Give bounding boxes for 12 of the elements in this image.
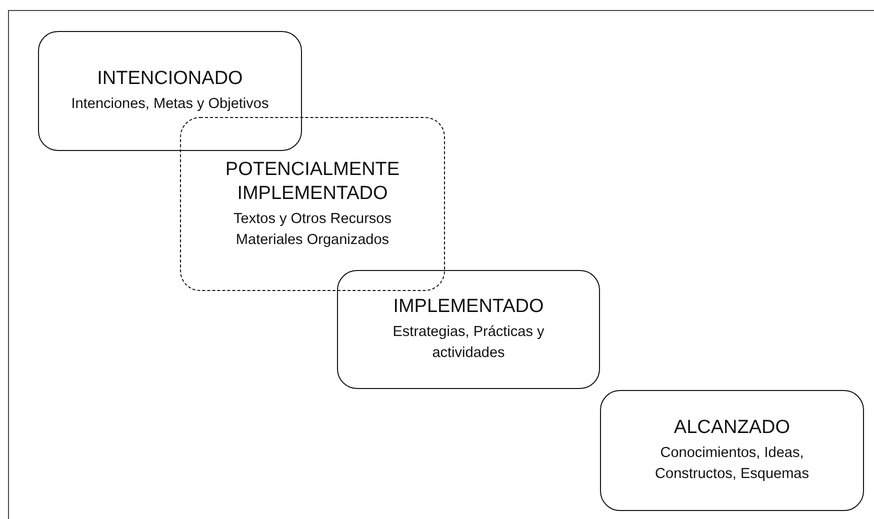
stage-box	[337, 270, 600, 389]
stage-description: Intenciones, Metas y Objetivos	[71, 95, 269, 114]
stage-description: Textos y Otros Recursos Materiales Organizados	[232, 210, 392, 250]
stage-box	[600, 390, 864, 511]
stage-title: IMPLEMENTADO	[393, 295, 544, 319]
stage-title: INTENCIONADO	[97, 67, 243, 91]
stage-box	[38, 31, 302, 151]
stage-description: Conocimientos, Ideas, Constructos, Esquemas	[654, 444, 810, 484]
stage-title: ALCANZADO	[674, 416, 790, 440]
stage-title: POTENCIALMENTE IMPLEMENTADO	[224, 158, 401, 206]
stage-description: Estrategias, Prácticas y actividades	[392, 323, 546, 363]
stage-box	[180, 117, 445, 291]
